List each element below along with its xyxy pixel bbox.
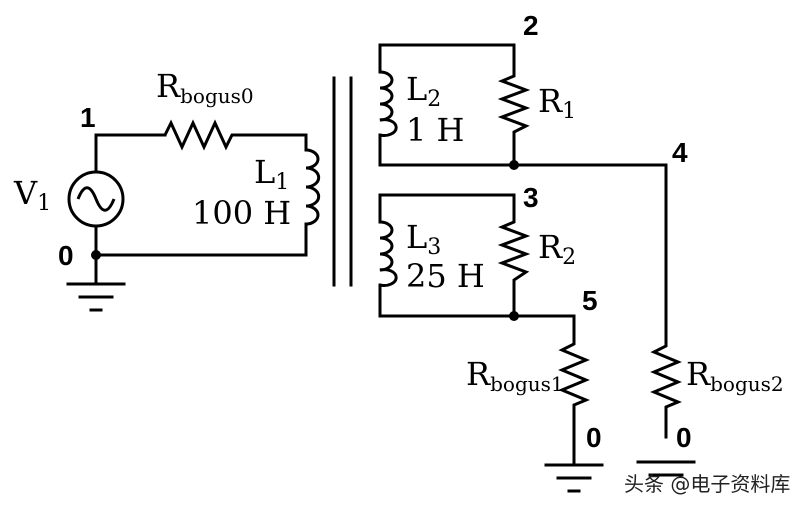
ground-symbol-bogus2 [636,460,696,477]
label-l2-value: 1 H [406,111,464,149]
junction-node-5 [509,311,519,321]
label-rbogus1: Rbogus1 [466,355,564,396]
label-r1: R1 [538,82,576,124]
watermark-text: 头条 @电子资料库 [624,472,790,496]
transformer-core [332,76,353,287]
secondary1-wires [378,43,668,439]
label-l3: L3 [406,218,441,260]
resistor-r2 [497,215,531,287]
junction-node-4 [509,160,519,170]
node-label-4: 4 [672,137,688,168]
label-l2: L2 [406,70,441,112]
node-label-0-bogus1: 0 [586,422,602,453]
resistor-rbogus1 [558,338,590,410]
label-l3-value: 25 H [406,257,485,295]
inductor-l3 [379,220,398,287]
node-label-3: 3 [523,182,539,213]
resistor-rbogus0 [163,119,238,151]
label-r2: R2 [538,228,576,270]
inductor-l2 [379,70,398,137]
ac-source-v1 [67,170,125,228]
node-label-2: 2 [523,10,539,41]
junction-node-0 [91,250,101,260]
ground-symbol-left [66,282,126,312]
resistor-rbogus2 [650,340,682,410]
label-v1: V1 [13,174,51,216]
node-label-0-bogus2: 0 [676,422,692,453]
label-l1-value: 100 H [192,194,291,232]
label-l1: L1 [254,153,289,195]
node-label-1: 1 [80,102,96,133]
ground-symbol-bogus1 [544,463,604,493]
label-rbogus0: Rbogus0 [156,67,254,108]
label-rbogus2: Rbogus2 [686,355,784,396]
node-label-5: 5 [582,285,598,316]
resistor-r1 [497,70,531,140]
node-label-0-left: 0 [58,240,74,271]
inductor-l1 [305,148,321,226]
